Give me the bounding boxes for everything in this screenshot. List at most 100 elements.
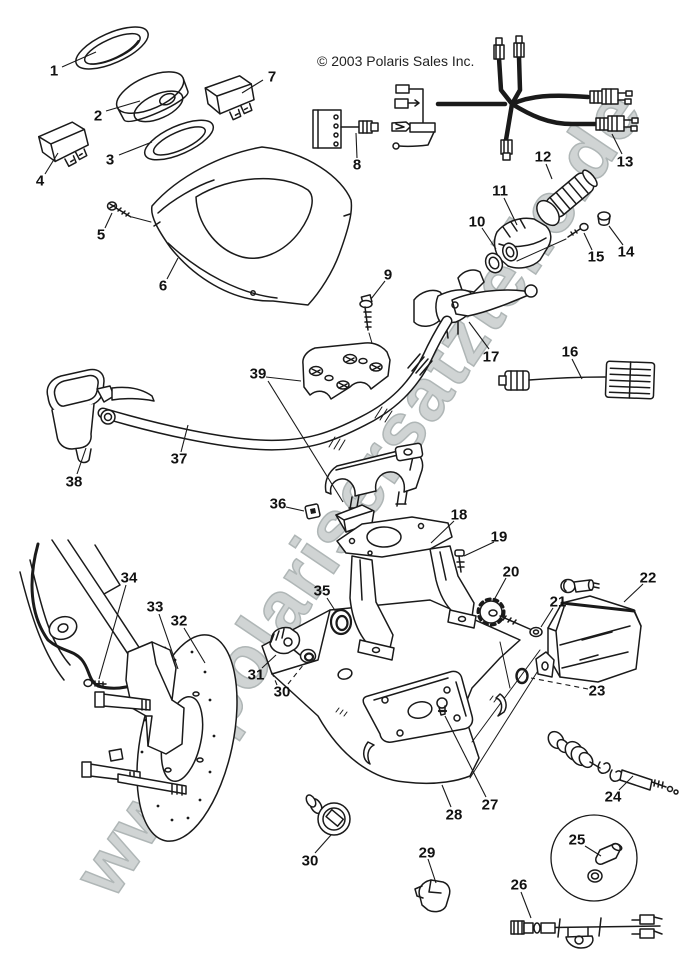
leader-line-32	[183, 627, 206, 664]
handlebar-art	[97, 315, 453, 451]
leader-line-30a	[287, 663, 305, 685]
caliper-art	[81, 641, 187, 796]
pod-cover-art	[150, 146, 353, 306]
screw19-art	[454, 549, 465, 573]
leader-line-17	[468, 321, 490, 350]
pod-lower-art	[261, 599, 561, 785]
leader-line-39	[267, 380, 344, 503]
leader-line-28	[441, 784, 452, 808]
callout-1: 1	[50, 63, 58, 80]
callout-22: 22	[640, 570, 657, 587]
callout-39: 39	[250, 366, 267, 383]
gauge-art	[115, 71, 189, 123]
brake-hose-art	[30, 542, 140, 690]
grommet35-art	[329, 608, 353, 636]
callout-25: 25	[569, 832, 586, 849]
leader-line-25	[584, 845, 602, 857]
leader-line-4	[44, 152, 59, 175]
leader-line-14	[608, 225, 624, 246]
callout-29: 29	[419, 845, 436, 862]
callout-11: 11	[492, 183, 508, 200]
line-art-layer	[19, 26, 679, 949]
leader-line-23	[530, 677, 589, 690]
relay-art	[38, 121, 89, 168]
callout-24: 24	[605, 789, 622, 806]
callout-38: 38	[66, 474, 83, 491]
leader-line-33	[158, 613, 179, 670]
regulator-art	[498, 360, 656, 400]
leader-line-16	[571, 358, 583, 380]
clip36-art	[304, 503, 321, 520]
callout-12: 12	[535, 149, 552, 166]
leader-line-35	[326, 597, 337, 613]
fastener27-art	[436, 697, 448, 716]
leader-line-30b	[314, 834, 332, 854]
leader-line-7	[241, 79, 264, 94]
bolt21-art	[499, 615, 543, 638]
leader-line-31	[261, 654, 277, 669]
leader-line-26	[520, 891, 532, 919]
callout-13: 13	[617, 154, 634, 171]
bulb-art	[560, 578, 600, 594]
detail-circle-art	[550, 814, 638, 902]
leader-line-19	[463, 541, 495, 557]
leader-line-36	[285, 506, 305, 512]
callout-5: 5	[97, 227, 105, 244]
brake-lever-art	[413, 269, 538, 339]
callout-15: 15	[588, 249, 605, 266]
leader-line-1	[61, 51, 97, 68]
callout-3: 3	[106, 152, 114, 169]
leader-line-34	[98, 584, 127, 680]
callout-26: 26	[511, 877, 528, 894]
callout-35: 35	[314, 583, 331, 600]
callout-28: 28	[446, 807, 463, 824]
leader-line-6	[166, 257, 179, 280]
knob-art	[476, 597, 506, 627]
callout-9: 9	[384, 267, 392, 284]
leader-line-27	[444, 715, 487, 798]
leader-line-12	[545, 163, 553, 180]
frame-art	[19, 539, 159, 701]
bezel-ring-art	[75, 26, 149, 70]
clip29-art	[414, 879, 451, 913]
leader-line-13	[611, 133, 623, 155]
leader-line-30a	[267, 662, 278, 686]
callout-20: 20	[503, 564, 520, 581]
leader-line-3	[118, 141, 153, 156]
callout-10: 10	[469, 214, 486, 231]
grommet30-art	[299, 648, 317, 664]
leader-line-38	[76, 447, 87, 475]
callout-14: 14	[618, 244, 635, 261]
connector-group-art	[391, 84, 436, 150]
leader-line-8	[355, 132, 358, 159]
callout-36: 36	[270, 496, 287, 513]
leader-line-10	[481, 227, 497, 250]
leader-line-15	[583, 232, 593, 251]
left-control-art	[46, 368, 155, 464]
upper-clamp-art	[302, 342, 391, 400]
cdi-box-art	[312, 109, 379, 149]
leader-line-18	[430, 520, 455, 544]
callout-4: 4	[36, 173, 45, 190]
callout-2: 2	[94, 108, 102, 125]
oring-art	[515, 667, 529, 685]
callout-27: 27	[482, 797, 499, 814]
lower-harness-art	[510, 914, 663, 949]
copyright-text: © 2003 Polaris Sales Inc.	[317, 53, 475, 69]
leader-line-11	[503, 197, 518, 226]
leader-line-9	[370, 280, 386, 300]
callout-33: 33	[147, 599, 164, 616]
grip-art	[536, 169, 598, 227]
callout-19: 19	[491, 529, 508, 546]
screw34-art	[83, 678, 107, 688]
choke-cable-art	[547, 730, 679, 795]
callout-21: 21	[550, 594, 567, 611]
callout-18: 18	[451, 507, 468, 524]
cap-art	[597, 211, 611, 226]
callout-16: 16	[562, 344, 579, 361]
main-harness-art	[435, 35, 639, 161]
callout-32: 32	[171, 613, 188, 630]
